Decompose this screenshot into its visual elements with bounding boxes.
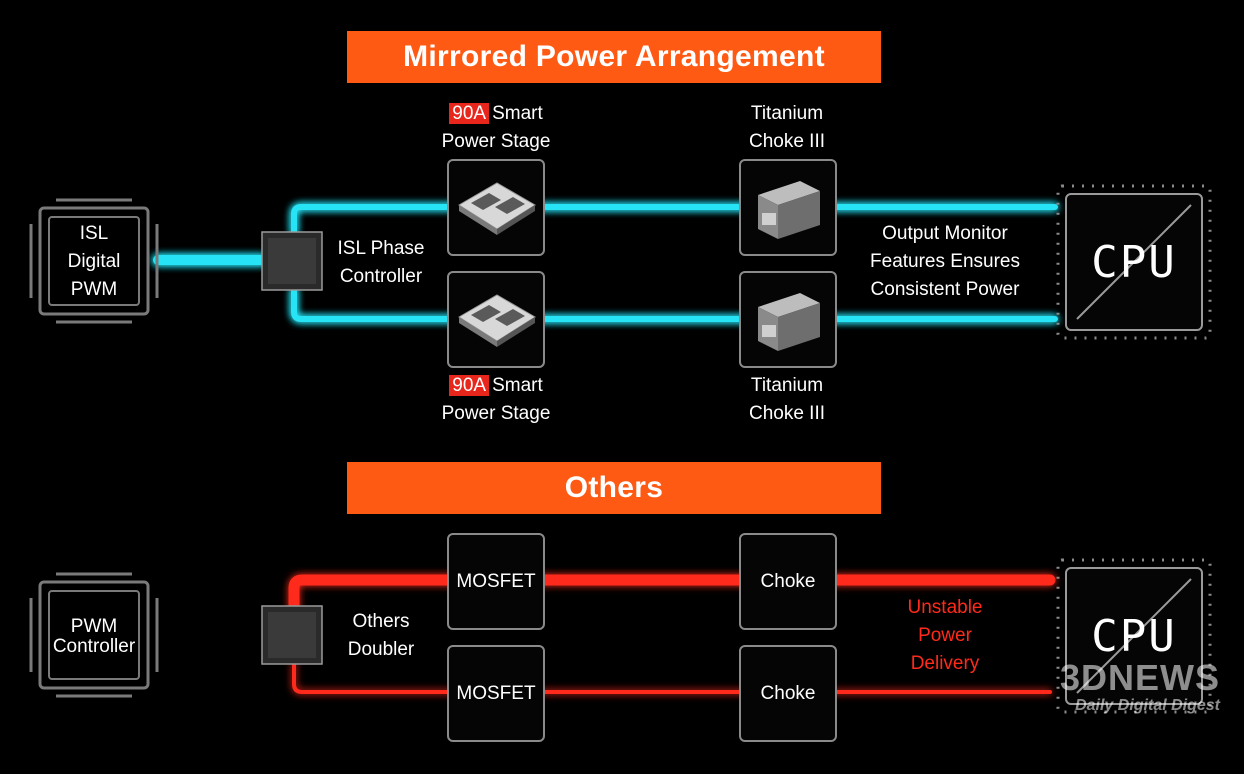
stage-label-line-1: Smart [492, 103, 543, 124]
stage-label-line-2: Power Stage [441, 131, 551, 152]
choke-box-top: Choke [739, 533, 837, 630]
choke-label-line-1: Titanium [750, 103, 824, 124]
choke-label-line-2: Choke III [748, 403, 826, 424]
power-stage-box-top [447, 159, 545, 256]
isl-digital-pwm-chip [29, 198, 159, 324]
choke-cube-icon [758, 292, 820, 351]
cpu-diagonal-icon [1076, 204, 1192, 320]
unstable-power-label: Unstable Power Delivery [870, 594, 1020, 678]
unstable-label-line-1: Unstable [907, 597, 983, 618]
cpu-dotted-frame-top [1056, 184, 1212, 340]
section-title-others: Others [347, 462, 881, 514]
monitor-label-line-1: Output Monitor [882, 223, 1008, 244]
doubler-chip [261, 605, 323, 665]
mosfet-box-bottom: MOSFET [447, 645, 545, 742]
monitor-label-line-3: Consistent Power [870, 279, 1020, 300]
isl-digital-pwm-label: ISL Digital PWM [44, 220, 144, 304]
90a-badge: 90A [449, 375, 490, 396]
titanium-choke-box-bottom [739, 271, 837, 368]
others-doubler-label: Others Doubler [326, 608, 436, 664]
pwm-controller-chip [29, 572, 159, 698]
choke-label-line-1: Titanium [750, 375, 824, 396]
bottom-power-lines [153, 574, 1056, 694]
stage-label-line-2: Power Stage [441, 403, 551, 424]
cpu-diagonal-icon [1076, 578, 1192, 694]
choke-box-bottom: Choke [739, 645, 837, 742]
pwm-controller-label: PWM Controller [40, 617, 148, 657]
pwm-label-line-1: ISL [79, 223, 109, 244]
output-monitor-label: Output Monitor Features Ensures Consiste… [850, 220, 1040, 304]
cpu-box-bottom: CPU [1065, 567, 1203, 705]
controller-label-line-2: Controller [339, 266, 423, 287]
cpu-dotted-frame-bottom [1056, 558, 1212, 714]
top-power-lines [153, 204, 1058, 322]
titanium-choke-label-bottom: Titanium Choke III [717, 372, 857, 428]
unstable-label-line-2: Power [918, 625, 972, 646]
pwm-controller-line-1: PWM [70, 616, 118, 637]
cpu-label: CPU [1091, 236, 1177, 288]
doubler-label-line-2: Doubler [347, 639, 415, 660]
titanium-choke-box-top [739, 159, 837, 256]
watermark-logo: 3DNEWS [1059, 657, 1220, 698]
power-stage-chip-icon [458, 181, 536, 235]
doubler-label-line-1: Others [352, 611, 410, 632]
controller-label-line-1: ISL Phase [337, 238, 425, 259]
power-stage-box-bottom [447, 271, 545, 368]
pwm-label-line-2: Digital [67, 251, 121, 272]
pwm-controller-line-2: Controller [52, 636, 136, 657]
section-title-mirrored: Mirrored Power Arrangement [347, 31, 881, 83]
pwm-label-line-3: PWM [70, 279, 118, 300]
watermark-tagline: Daily Digital Digest [1075, 697, 1220, 714]
choke-label-line-2: Choke III [748, 131, 826, 152]
titanium-choke-label-top: Titanium Choke III [717, 100, 857, 156]
watermark: 3DNEWS Daily Digital Digest [1020, 660, 1220, 716]
90a-badge: 90A [449, 103, 490, 124]
isl-phase-controller-label: ISL Phase Controller [326, 235, 436, 291]
isl-phase-controller-chip [261, 231, 323, 291]
cpu-label: CPU [1091, 610, 1177, 662]
unstable-label-line-3: Delivery [910, 653, 980, 674]
power-stage-chip-icon [458, 293, 536, 347]
cpu-box-top: CPU [1065, 193, 1203, 331]
monitor-label-line-2: Features Ensures [870, 251, 1020, 272]
stage-label-line-1: Smart [492, 375, 543, 396]
mosfet-box-top: MOSFET [447, 533, 545, 630]
choke-cube-icon [758, 180, 820, 239]
